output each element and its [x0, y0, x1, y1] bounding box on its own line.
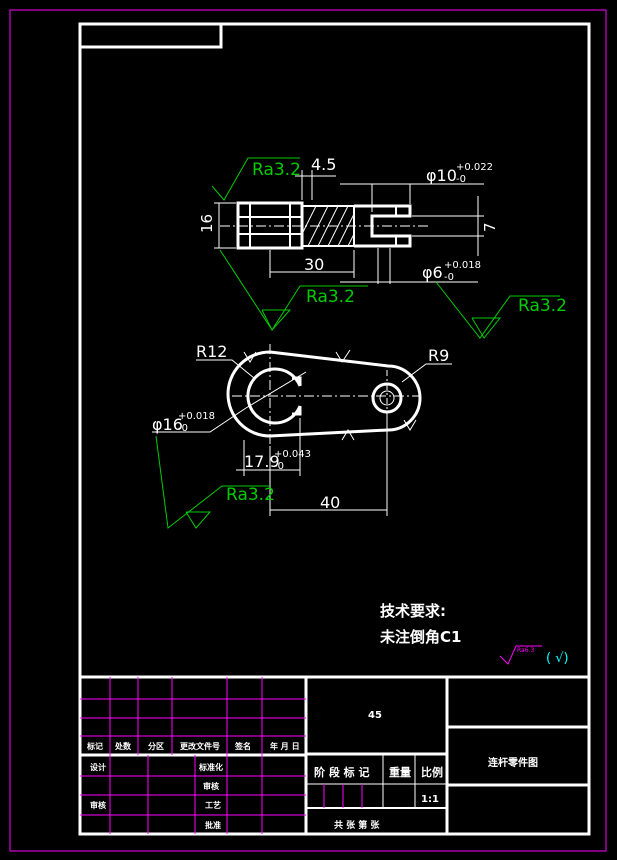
dim-phi16-lower: -0	[178, 423, 188, 434]
roughness-symbols	[155, 157, 560, 529]
dim-r9: R9	[428, 346, 449, 365]
dim-phi16-upper: +0.018	[178, 411, 215, 422]
header-sign: 签名	[234, 741, 251, 751]
header-doc: 更改文件号	[180, 741, 220, 751]
label-design: 设计	[90, 762, 106, 772]
header-date: 年 月 日	[270, 741, 300, 751]
dim-phi6: φ6	[422, 263, 443, 282]
general-roughness-paren: ( √)	[546, 651, 569, 666]
dim-phi16: φ16	[152, 415, 183, 434]
label-sheets: 共 张 第 张	[334, 819, 380, 831]
label-stage-mark: 阶 段 标 记	[314, 765, 370, 779]
dim-16: 16	[198, 214, 216, 233]
roughness-label-bottom: Ra3.2	[226, 485, 275, 505]
header-zone: 分区	[148, 741, 164, 751]
material-text: 45	[368, 710, 382, 721]
front-view	[214, 170, 484, 284]
label-approve: 批准	[205, 820, 221, 830]
title-block	[78, 675, 591, 836]
dim-phi10: φ10	[426, 166, 457, 185]
label-scale: 比例	[421, 765, 443, 779]
roughness-label-right: Ra3.2	[518, 296, 567, 316]
tech-requirements-line1: 未注倒角C1	[379, 628, 461, 646]
dim-17-9-upper: +0.043	[274, 449, 311, 460]
dim-phi10-lower: -0	[456, 174, 466, 185]
roughness-label-top: Ra3.2	[252, 160, 301, 180]
label-check: 审核	[90, 800, 106, 810]
dim-phi6-upper: +0.018	[444, 260, 481, 271]
top-view	[152, 344, 452, 516]
dim-17-9: 17.9	[244, 452, 280, 471]
dim-40: 40	[320, 493, 340, 512]
general-roughness-symbol	[499, 645, 542, 665]
dim-phi6-lower: -0	[444, 272, 454, 283]
dim-30: 30	[304, 255, 324, 274]
dim-r12: R12	[196, 342, 227, 361]
tech-requirements-title: 技术要求:	[380, 602, 446, 620]
label-weight: 重量	[389, 765, 411, 779]
header-mark: 标记	[86, 741, 103, 751]
dim-phi10-upper: +0.022	[456, 162, 493, 173]
header-count: 处数	[114, 741, 132, 751]
label-standardize: 标准化	[198, 762, 223, 772]
dim-17-9-lower: -0	[274, 461, 284, 472]
dim-7: 7	[481, 222, 499, 232]
dim-4-5: 4.5	[311, 155, 336, 174]
general-roughness-value: Ra6.3	[517, 647, 534, 654]
code-box	[80, 24, 223, 49]
label-craft: 工艺	[205, 800, 221, 810]
roughness-label-middle: Ra3.2	[306, 287, 355, 307]
scale-value: 1:1	[421, 794, 439, 805]
sheet-border	[9, 9, 607, 852]
part-name: 连杆零件图	[488, 756, 538, 769]
label-review: 审核	[203, 781, 219, 791]
